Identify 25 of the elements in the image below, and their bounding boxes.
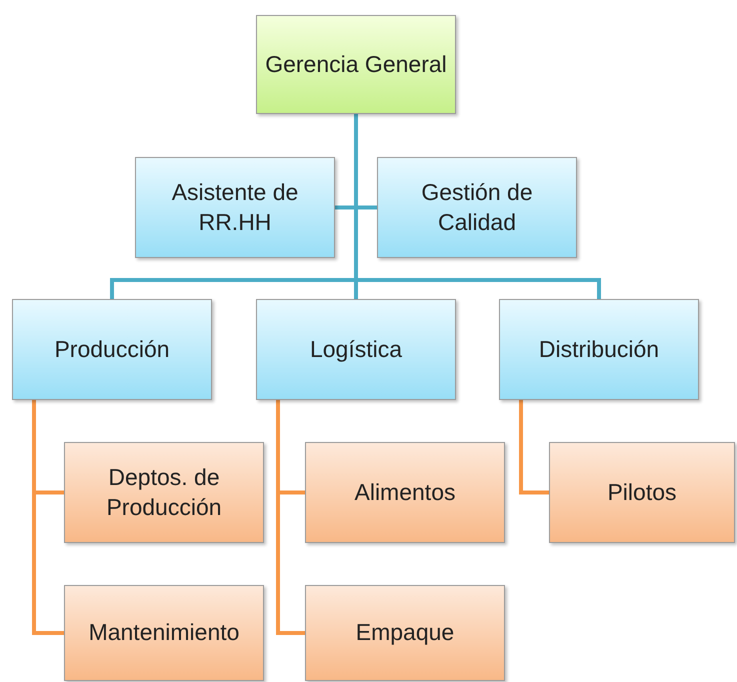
box-label: Alimentos (354, 478, 456, 507)
org-box (499, 299, 699, 400)
box-label: Gestión de Calidad (420, 178, 534, 236)
box-label: Gerencia General (265, 50, 447, 79)
org-box (135, 157, 335, 258)
box-label: Pilotos (607, 478, 677, 507)
box-label: Asistente de RR.HH (170, 178, 300, 236)
box-label: Producción (54, 334, 170, 364)
connector-line (276, 400, 305, 635)
box-label: Distribución (538, 334, 660, 364)
org-box (256, 15, 456, 114)
box-label: Logística (310, 334, 402, 364)
org-box (305, 585, 505, 681)
connector-line (354, 114, 601, 299)
box-label: Mantenimiento (88, 618, 240, 648)
org-box (12, 299, 212, 400)
org-box (64, 442, 264, 543)
org-box (305, 442, 505, 543)
connector-line (519, 400, 549, 494)
org-box (256, 299, 456, 400)
box-label: Empaque (356, 618, 454, 648)
org-box (549, 442, 735, 543)
org-box (377, 157, 577, 258)
box-label: Deptos. de Producción (105, 462, 223, 522)
org-box (64, 585, 264, 681)
